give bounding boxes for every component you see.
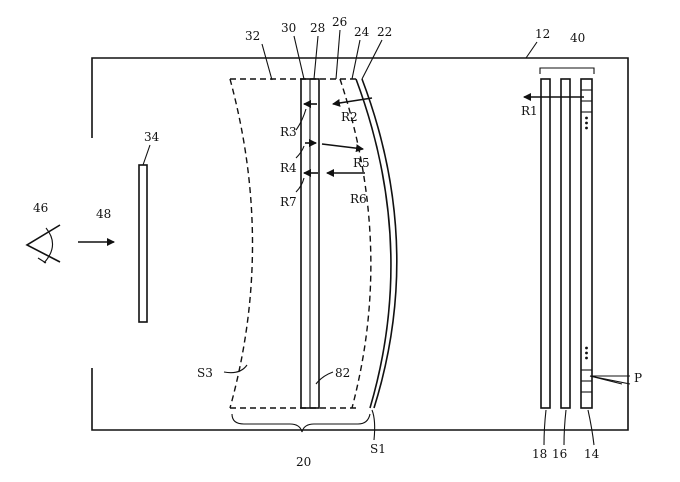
label-48: 48: [96, 207, 111, 221]
label-r5: R5: [353, 156, 370, 170]
bracket-20: [231, 413, 371, 433]
label-r3: R3: [280, 125, 297, 139]
label-p: P: [634, 371, 642, 385]
label-r4: R4: [280, 161, 297, 175]
pixel-continuation-dots: [585, 116, 588, 360]
layer-16: [560, 78, 571, 409]
label-12: 12: [535, 27, 550, 41]
label-14: 14: [584, 447, 600, 461]
label-r7: R7: [280, 195, 297, 209]
curved-reflective-film: [355, 78, 398, 409]
ray-r5: [321, 143, 364, 153]
label-34: 34: [144, 130, 160, 144]
label-16: 16: [552, 447, 567, 461]
label-24: 24: [354, 25, 370, 39]
label-r1: R1: [521, 104, 538, 118]
label-20: 20: [296, 455, 311, 469]
label-46: 46: [33, 201, 48, 215]
planar-element-28: [300, 78, 320, 409]
label-40: 40: [570, 31, 585, 45]
label-28: 28: [310, 21, 325, 35]
eye-symbol: [25, 224, 61, 264]
label-22: 22: [377, 25, 392, 39]
label-18: 18: [532, 447, 547, 461]
label-82: 82: [335, 366, 350, 380]
layer-18: [540, 78, 551, 409]
label-30: 30: [281, 21, 296, 35]
optical-module-20: [229, 78, 372, 409]
lens-34: [138, 164, 148, 323]
label-s1: S1: [370, 442, 386, 456]
label-r2: R2: [341, 110, 358, 124]
leader-lines: [142, 29, 631, 446]
label-32: 32: [245, 29, 260, 43]
ray-r2: [332, 97, 373, 107]
label-r6: R6: [350, 192, 367, 206]
pixel-array-14: [580, 78, 593, 409]
bracket-40: [539, 67, 595, 74]
housing-outline: [91, 57, 629, 431]
label-26: 26: [332, 15, 347, 29]
label-s3: S3: [197, 366, 213, 380]
